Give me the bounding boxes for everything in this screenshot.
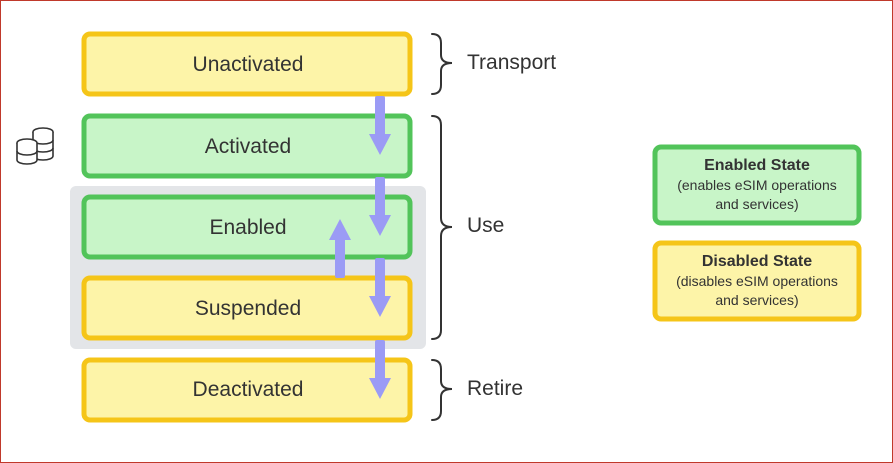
legend-disabled-desc-1: (disables eSIM operations bbox=[676, 273, 838, 289]
arrow-enabled-to-suspended bbox=[369, 258, 391, 317]
legend-disabled: Disabled State (disables eSIM operations… bbox=[652, 240, 862, 322]
legend-disabled-box bbox=[652, 240, 862, 322]
phase-use-label: Use bbox=[467, 214, 504, 237]
state-activated-box bbox=[81, 113, 413, 179]
legend-enabled-box bbox=[652, 144, 862, 226]
state-deactivated-box bbox=[81, 357, 413, 423]
coin-stack-icon bbox=[16, 127, 54, 165]
legend-enabled-desc-1: (enables eSIM operations bbox=[677, 177, 837, 193]
arrow-activated-to-enabled bbox=[369, 177, 391, 236]
legend-disabled-title: Disabled State bbox=[702, 253, 812, 270]
state-deactivated-label: Deactivated bbox=[193, 378, 304, 401]
legend-disabled-desc-2: and services) bbox=[715, 292, 798, 308]
phase-retire-label: Retire bbox=[467, 377, 523, 400]
state-enabled-label: Enabled bbox=[209, 216, 286, 239]
state-unactivated: Unactivated bbox=[81, 31, 413, 97]
state-suspended: Suspended bbox=[81, 275, 413, 341]
legend-enabled-title: Enabled State bbox=[704, 157, 810, 174]
arrow-unactivated-to-activated bbox=[369, 96, 391, 155]
state-activated-label: Activated bbox=[205, 135, 291, 158]
bracket-use bbox=[431, 115, 453, 340]
state-deactivated: Deactivated bbox=[81, 357, 413, 423]
legend-enabled: Enabled State (enables eSIM operations a… bbox=[652, 144, 862, 226]
state-enabled: Enabled bbox=[81, 194, 413, 260]
state-enabled-box bbox=[81, 194, 413, 260]
state-suspended-label: Suspended bbox=[195, 297, 301, 320]
state-suspended-box bbox=[81, 275, 413, 341]
arrow-suspended-to-deactivated bbox=[369, 340, 391, 399]
state-activated: Activated bbox=[81, 113, 413, 179]
bracket-transport bbox=[431, 33, 453, 95]
state-unactivated-label: Unactivated bbox=[193, 53, 304, 76]
state-unactivated-box bbox=[81, 31, 413, 97]
phase-transport-label: Transport bbox=[467, 51, 556, 74]
arrow-suspended-to-enabled bbox=[329, 219, 351, 278]
legend-enabled-desc-2: and services) bbox=[715, 196, 798, 212]
bracket-retire bbox=[431, 359, 453, 421]
